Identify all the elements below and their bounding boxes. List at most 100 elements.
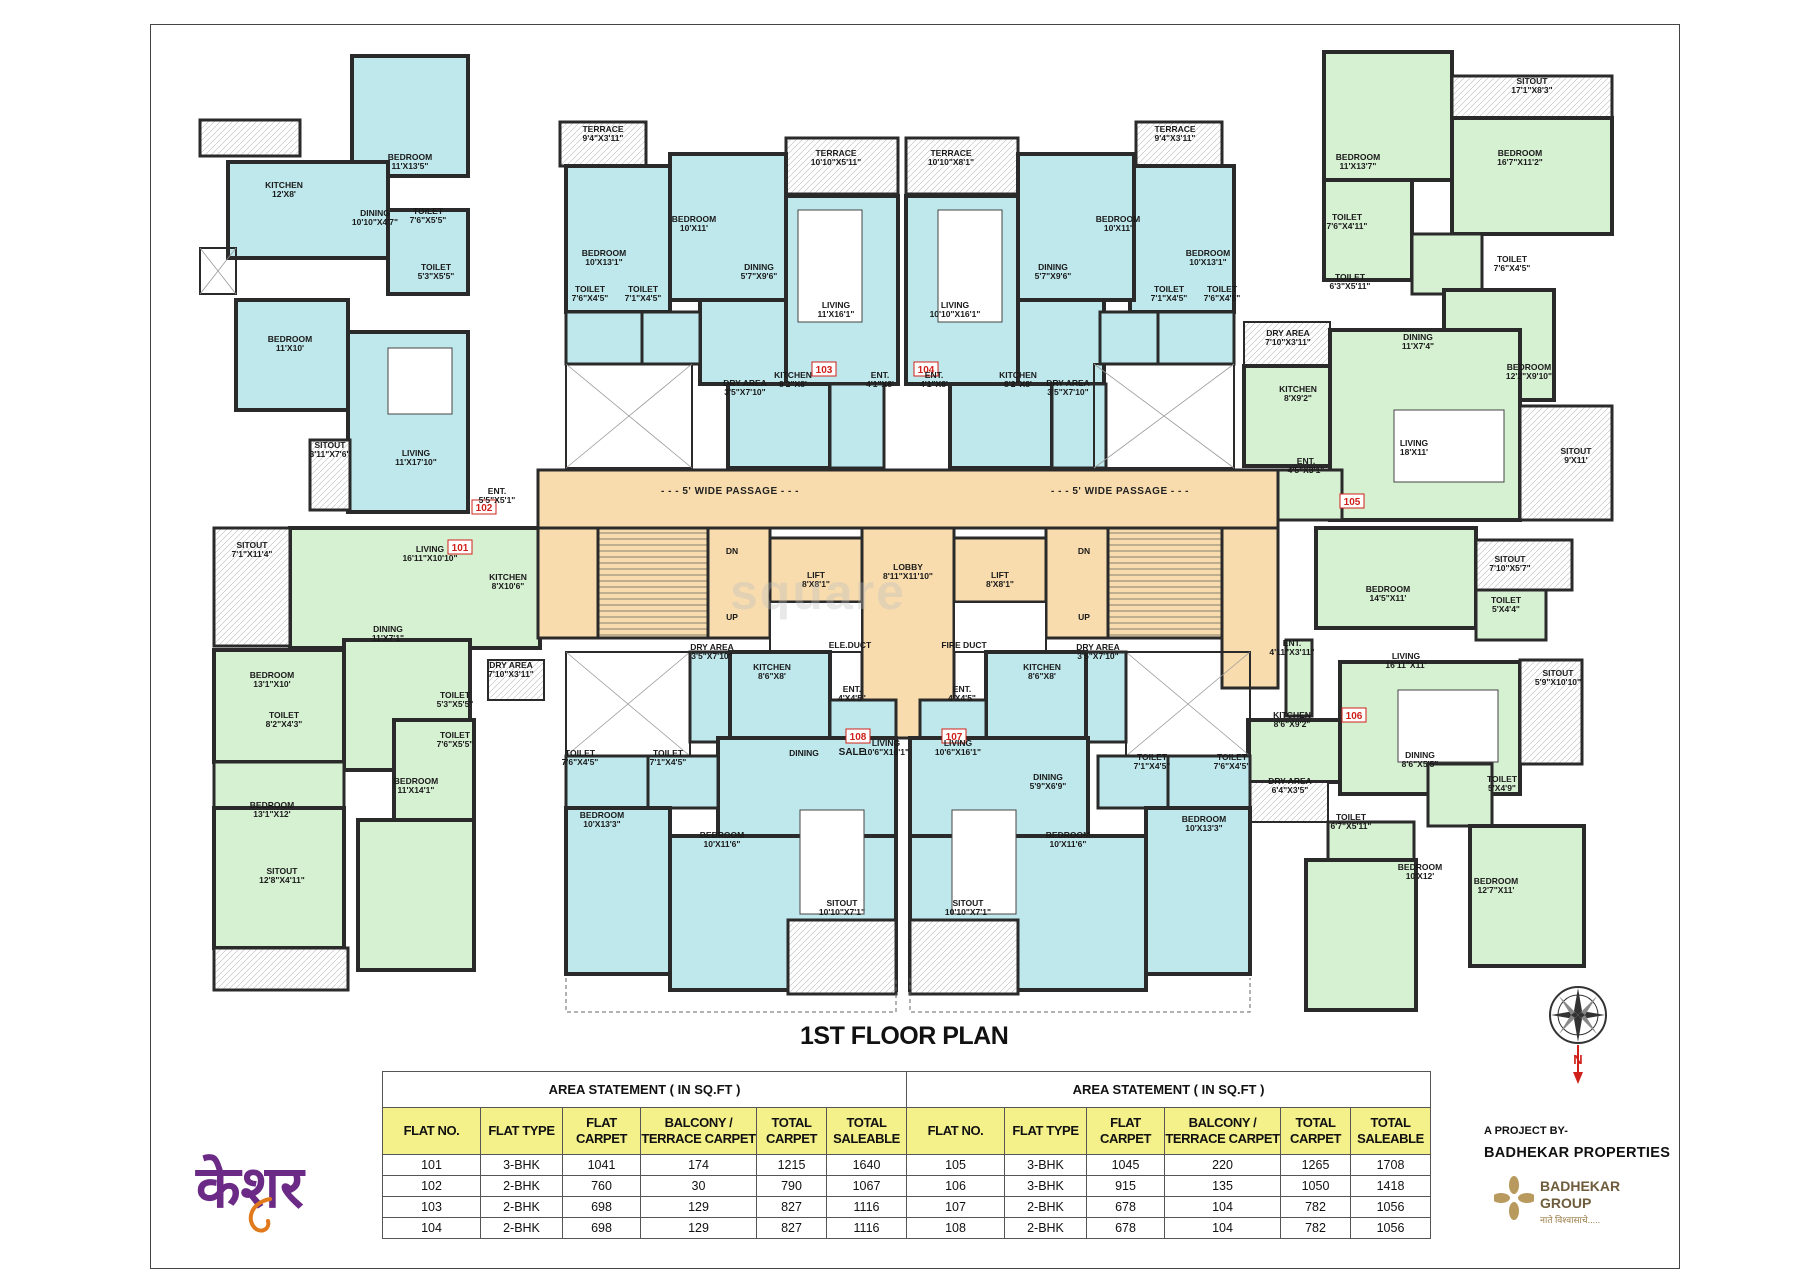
room-dimension: 11'X7'1" xyxy=(372,633,404,643)
flat-no-107: 107 xyxy=(946,732,963,743)
room-dimension: 10'10"X8'1" xyxy=(928,157,974,167)
room-name: KITCHEN xyxy=(753,662,791,672)
room-dimension: 7'6"X4'5" xyxy=(1214,761,1251,771)
room-dimension: 5'X4'4" xyxy=(1492,604,1520,614)
room-dimension: 16'11"X11' xyxy=(1385,660,1426,670)
room-name: KITCHEN xyxy=(1279,384,1317,394)
unit-105 xyxy=(1242,50,1614,522)
table-cell: 698 xyxy=(562,1217,641,1239)
room-name: SITOUT xyxy=(236,540,268,550)
area-statement-table: AREA STATEMENT ( IN SQ.FT ) AREA STATEME… xyxy=(382,1071,1431,1239)
room-name: BEDROOM xyxy=(1182,814,1226,824)
table-cell: 827 xyxy=(756,1217,827,1239)
room-name: SITOUT xyxy=(1516,76,1548,86)
room-dimension: 10'10"X4'7" xyxy=(352,217,398,227)
room-name: TOILET xyxy=(269,710,300,720)
room-dimension: 10'10"X7'1" xyxy=(819,907,865,917)
room-name: BEDROOM xyxy=(1507,362,1551,372)
room-dimension: 8'X9'2" xyxy=(1284,393,1312,403)
room-name: TERRACE xyxy=(582,124,623,134)
table-cell: 101 xyxy=(382,1154,481,1176)
room-dimension: 10'10"X16'1" xyxy=(930,309,981,319)
room-name: ENT. xyxy=(1297,456,1315,466)
room-dimension: 4'1"X8' xyxy=(866,379,894,389)
room-name: BEDROOM xyxy=(582,248,626,258)
table-cell: 102 xyxy=(382,1175,481,1197)
flat-no-102: 102 xyxy=(476,503,493,514)
room-dimension: 11'X13'7" xyxy=(1340,161,1377,171)
room-dimension: 8'6"X8' xyxy=(758,671,786,681)
room-dimension: 8'X10'6" xyxy=(492,581,525,591)
room-name: TOILET xyxy=(421,262,452,272)
room-name: KITCHEN xyxy=(1023,662,1061,672)
table-cell: 1050 xyxy=(1280,1175,1351,1197)
room-dimension: 3'5"X7'10" xyxy=(1077,651,1118,661)
room-name: TERRACE xyxy=(815,148,856,158)
room-name: TOILET xyxy=(413,206,444,216)
flat-no-104: 104 xyxy=(918,365,935,376)
room-dimension: 10'X13'1" xyxy=(1189,257,1226,267)
room-name: TERRACE xyxy=(1154,124,1195,134)
table-cell: 1215 xyxy=(756,1154,827,1176)
room-name: UP xyxy=(1078,612,1090,622)
room-dimension: 7'1"X11'4" xyxy=(232,549,273,559)
room-name: DRY AREA xyxy=(1046,378,1090,388)
room-dimension: 5'7"X9'6" xyxy=(1035,271,1072,281)
room-dimension: 7'6"X5'5" xyxy=(437,739,474,749)
brand-swirl-icon xyxy=(248,1197,272,1233)
column-header: FLAT CARPET xyxy=(1086,1107,1165,1155)
room-dimension: 5'X4'9" xyxy=(1488,783,1516,793)
core xyxy=(536,468,1280,740)
room-name: BEDROOM xyxy=(1474,876,1518,886)
room-name: TOILET xyxy=(575,284,606,294)
column-header: FLAT TYPE xyxy=(480,1107,563,1155)
table-cell: 678 xyxy=(1086,1217,1165,1239)
table-cell: 129 xyxy=(640,1196,757,1218)
table-cell: 1116 xyxy=(826,1217,907,1239)
room-dimension: 6'4"X3'5" xyxy=(1272,785,1309,795)
room-name: BEDROOM xyxy=(1366,584,1410,594)
room-dimension: 6'3"X5'11" xyxy=(1330,281,1371,291)
north-label: N xyxy=(1573,1052,1582,1067)
room-name: TOILET xyxy=(1217,752,1248,762)
area-statement-caption-left: AREA STATEMENT ( IN SQ.FT ) xyxy=(382,1071,907,1108)
room-name: DINING xyxy=(744,262,774,272)
unit-103 xyxy=(558,120,900,470)
room-dimension: 7'6"X4'5" xyxy=(562,757,599,767)
room-dimension: 10'10"X5'11" xyxy=(811,157,861,167)
room-name: TOILET xyxy=(628,284,659,294)
table-cell: 3-BHK xyxy=(1004,1154,1087,1176)
room-dimension: 3'5"X7'10" xyxy=(1047,387,1088,397)
table-cell: 1056 xyxy=(1350,1217,1431,1239)
room-name: DINING xyxy=(1033,772,1063,782)
table-cell: 1265 xyxy=(1280,1154,1351,1176)
unit-107 xyxy=(908,650,1252,996)
room-dimension: 3'5"X7'10" xyxy=(724,387,765,397)
column-header: FLAT CARPET xyxy=(562,1107,641,1155)
room-dimension: 4'1"X8' xyxy=(920,379,948,389)
room-dimension: 5'3"X5'5" xyxy=(418,271,455,281)
flat-no-105: 105 xyxy=(1344,497,1361,508)
room-dimension: 10'6"X16'1" xyxy=(935,747,981,757)
room-dimension: 10'10"X7'1" xyxy=(945,907,991,917)
room-name: DINING xyxy=(1038,262,1068,272)
room-name: LIVING xyxy=(872,738,901,748)
project-by-label: A PROJECT BY- xyxy=(1484,1125,1568,1137)
project-brand-logo: केशर xyxy=(196,1153,304,1221)
room-name: TERRACE xyxy=(930,148,971,158)
drawing-frame xyxy=(150,24,1680,1269)
table-cell: 220 xyxy=(1164,1154,1281,1176)
room-name: DRY AREA xyxy=(723,378,767,388)
room-name: BEDROOM xyxy=(388,152,432,162)
room-dimension: 7'10"X5'7" xyxy=(1489,563,1530,573)
unit-108 xyxy=(564,650,898,996)
column-header: TOTAL SALEABLE xyxy=(1350,1107,1431,1155)
room-name: BEDROOM xyxy=(250,670,294,680)
room-name: KITCHEN xyxy=(1273,710,1311,720)
flat-no-108: 108 xyxy=(850,732,867,743)
unit-104 xyxy=(904,120,1236,470)
room-dimension: 5'9"X10'10" xyxy=(1535,677,1581,687)
room-dimension: 10'X13'1" xyxy=(585,257,622,267)
room-dimension: 11'X16'1" xyxy=(818,309,855,319)
room-name: TOILET xyxy=(1207,284,1238,294)
